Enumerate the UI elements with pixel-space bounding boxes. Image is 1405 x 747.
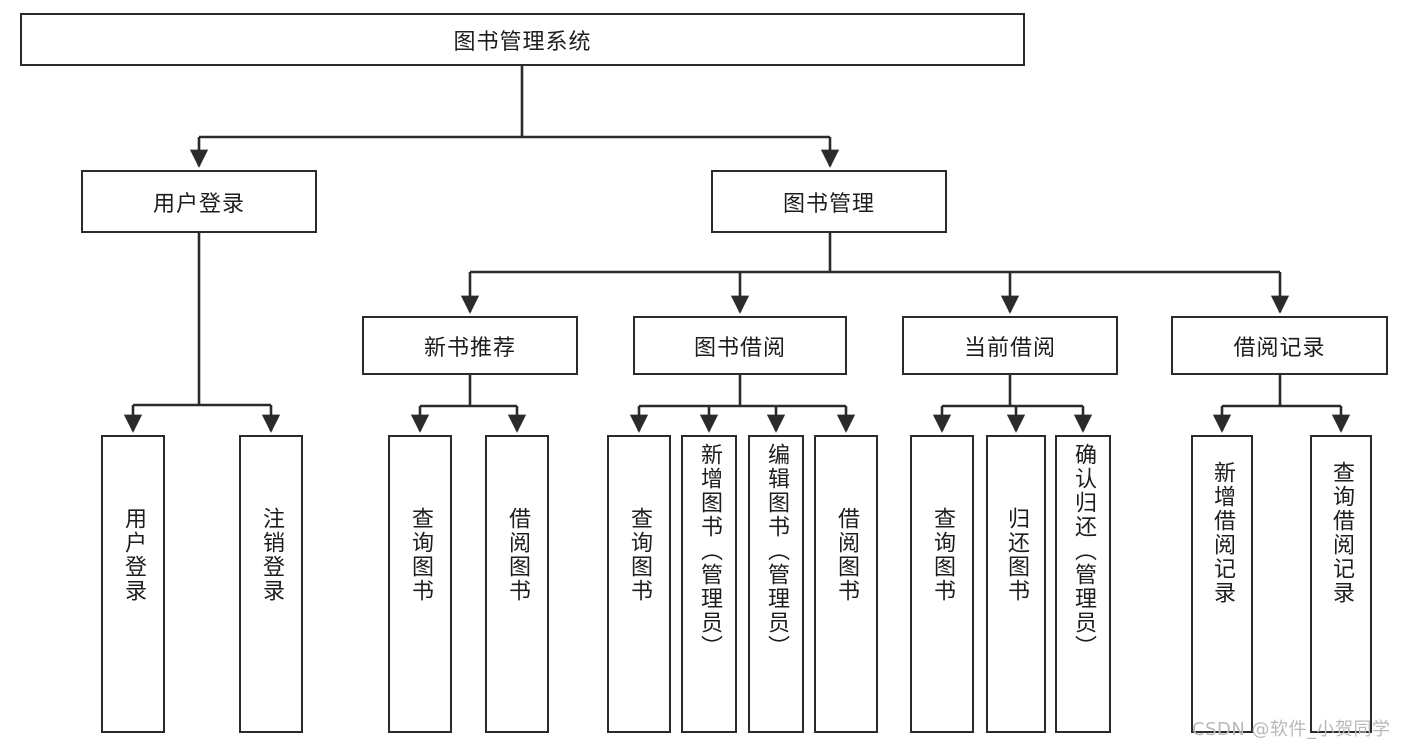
node-user-login[interactable]: 用户登录 — [81, 170, 317, 233]
node-borrow-record-label: 借阅记录 — [1233, 335, 1326, 361]
node-leaf-borrow-book-2[interactable]: 借阅图书 — [814, 435, 878, 733]
node-user-login-label: 用户登录 — [152, 191, 245, 217]
node-leaf-query-book-2[interactable]: 查询图书 — [607, 435, 671, 733]
node-leaf-add-book[interactable]: 新增图书（管理员） — [681, 435, 737, 733]
node-new-book-recommend[interactable]: 新书推荐 — [362, 316, 578, 375]
node-book-borrow-label: 图书借阅 — [693, 335, 786, 361]
node-leaf-add-record-label: 新增借阅记录 — [1209, 461, 1235, 605]
node-leaf-add-record[interactable]: 新增借阅记录 — [1191, 435, 1253, 733]
node-borrow-record[interactable]: 借阅记录 — [1171, 316, 1388, 375]
node-root[interactable]: 图书管理系统 — [20, 13, 1025, 66]
node-leaf-borrow-book-2-label: 借阅图书 — [833, 507, 859, 603]
node-new-book-recommend-label: 新书推荐 — [423, 335, 516, 361]
node-leaf-confirm-return-label: 确认归还（管理员） — [1070, 443, 1096, 659]
node-leaf-query-book-1-label: 查询图书 — [407, 507, 433, 603]
node-leaf-query-book-2-label: 查询图书 — [626, 507, 652, 603]
node-leaf-user-login[interactable]: 用户登录 — [101, 435, 165, 733]
node-leaf-borrow-book-1[interactable]: 借阅图书 — [485, 435, 549, 733]
node-leaf-confirm-return[interactable]: 确认归还（管理员） — [1055, 435, 1111, 733]
node-leaf-edit-book-label: 编辑图书（管理员） — [763, 443, 789, 659]
node-leaf-return-book-label: 归还图书 — [1003, 507, 1029, 603]
node-book-management[interactable]: 图书管理 — [711, 170, 947, 233]
node-leaf-borrow-book-1-label: 借阅图书 — [504, 507, 530, 603]
node-leaf-query-record-label: 查询借阅记录 — [1328, 461, 1354, 605]
node-book-management-label: 图书管理 — [782, 191, 875, 217]
node-root-label: 图书管理系统 — [453, 29, 592, 55]
node-current-borrow[interactable]: 当前借阅 — [902, 316, 1118, 375]
node-leaf-return-book[interactable]: 归还图书 — [986, 435, 1046, 733]
node-leaf-edit-book[interactable]: 编辑图书（管理员） — [748, 435, 804, 733]
node-leaf-query-book-3-label: 查询图书 — [929, 507, 955, 603]
node-leaf-add-book-label: 新增图书（管理员） — [696, 443, 722, 659]
node-leaf-query-record[interactable]: 查询借阅记录 — [1310, 435, 1372, 733]
node-leaf-user-login-label: 用户登录 — [120, 507, 146, 603]
node-leaf-query-book-3[interactable]: 查询图书 — [910, 435, 974, 733]
node-leaf-query-book-1[interactable]: 查询图书 — [388, 435, 452, 733]
node-current-borrow-label: 当前借阅 — [963, 335, 1056, 361]
node-leaf-logout[interactable]: 注销登录 — [239, 435, 303, 733]
node-book-borrow[interactable]: 图书借阅 — [633, 316, 847, 375]
watermark: CSDN @软件_小贺同学 — [1192, 719, 1391, 740]
node-leaf-logout-label: 注销登录 — [258, 507, 284, 603]
